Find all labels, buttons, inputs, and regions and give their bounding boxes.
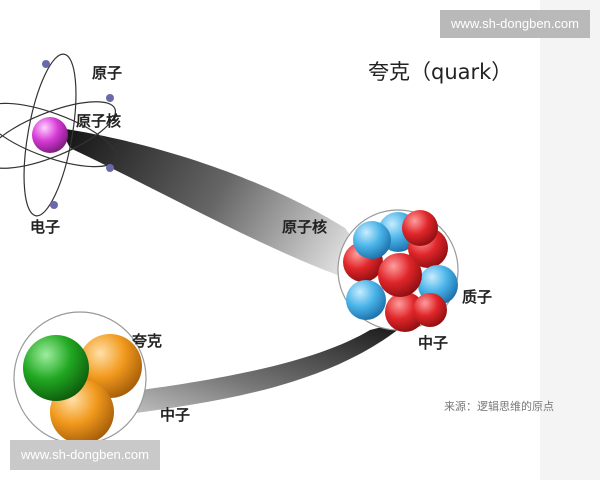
atom-label: 原子 xyxy=(92,64,123,82)
nucleus-small-label: 原子核 xyxy=(76,112,122,130)
neutron-ball xyxy=(378,253,422,297)
quark-orange-ball xyxy=(78,334,142,398)
atom-nucleus xyxy=(32,117,68,153)
atom-model xyxy=(0,53,117,217)
orbit-tilted-down xyxy=(0,102,117,168)
neutron-right-label: 中子 xyxy=(418,334,449,352)
electron-dot xyxy=(106,94,114,102)
neutron-ball xyxy=(402,210,438,246)
orbit-vertical xyxy=(23,53,77,217)
proton-label: 质子 xyxy=(462,288,493,306)
watermark-top: www.sh-dongben.com xyxy=(440,10,590,38)
source-credit: 来源：逻辑思维的原点 xyxy=(444,400,554,413)
electron-dot xyxy=(50,201,58,209)
neutron-bottom-label: 中子 xyxy=(160,406,191,424)
nucleus-cluster xyxy=(337,209,459,332)
electron-dot xyxy=(42,60,50,68)
watermark-bottom: www.sh-dongben.com xyxy=(10,440,160,470)
zoom-beam-lower xyxy=(100,320,410,415)
nucleus-big-label: 原子核 xyxy=(282,218,328,236)
proton-ball xyxy=(346,280,386,320)
orbit-tilted-up xyxy=(0,101,117,169)
background-panel xyxy=(540,0,600,480)
quark-label: 夸克 xyxy=(132,332,163,350)
diagram-title: 夸克（quark） xyxy=(368,60,513,84)
neutron-ball xyxy=(413,293,447,327)
proton-ball xyxy=(353,221,391,259)
electron-dot xyxy=(106,164,114,172)
zoom-beam-upper xyxy=(60,128,392,292)
electron-label: 电子 xyxy=(30,218,61,236)
quark-cluster xyxy=(13,311,147,445)
quark-green-ball xyxy=(23,335,89,401)
